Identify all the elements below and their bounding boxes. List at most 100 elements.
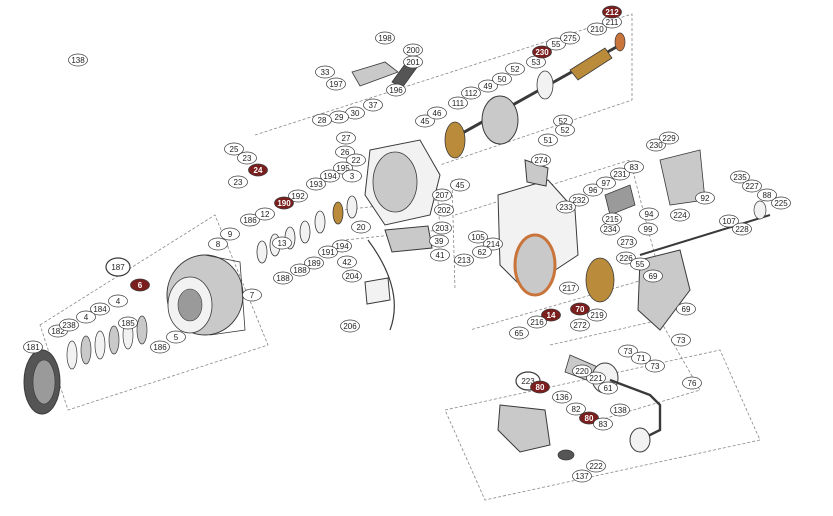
callout-bubble bbox=[682, 376, 702, 390]
handle-knob bbox=[497, 404, 551, 453]
callout-bubble bbox=[454, 253, 474, 267]
guide-line-6 bbox=[451, 179, 456, 291]
callout-number: 211 bbox=[606, 18, 619, 27]
part-callout: 4 bbox=[76, 310, 96, 324]
part-callout: 274 bbox=[531, 153, 551, 167]
callout-number: 204 bbox=[345, 272, 359, 281]
part-callout: 33 bbox=[315, 65, 335, 79]
callout-number: 37 bbox=[369, 101, 378, 110]
callout-number: 228 bbox=[735, 225, 749, 234]
callout-number: 65 bbox=[515, 329, 524, 338]
knob-cap bbox=[557, 449, 575, 461]
callout-bubble bbox=[659, 131, 679, 145]
part-callout: 39 bbox=[429, 234, 449, 248]
part-callout: 41 bbox=[430, 248, 450, 262]
highlighted-part-callout: 24 bbox=[248, 163, 268, 177]
callout-number: 23 bbox=[243, 154, 252, 163]
callout-bubble bbox=[492, 72, 512, 86]
callout-bubble bbox=[593, 417, 613, 431]
callout-bubble bbox=[639, 207, 659, 221]
part-callout: 225 bbox=[771, 196, 791, 210]
callout-number: 13 bbox=[278, 239, 287, 248]
callout-number: 82 bbox=[572, 405, 581, 414]
gear-ring-4 bbox=[314, 210, 326, 234]
callout-number: 24 bbox=[254, 166, 263, 175]
callout-number: 188 bbox=[293, 266, 307, 275]
callout-bubble bbox=[23, 340, 43, 354]
part-callout: 107 bbox=[719, 214, 739, 228]
callout-number: 216 bbox=[530, 318, 544, 327]
callout-number: 3 bbox=[350, 172, 355, 181]
callout-number: 230 bbox=[535, 48, 549, 57]
part-callout: 198 bbox=[375, 31, 395, 45]
callout-bubble bbox=[118, 316, 138, 330]
drag-washer-5 bbox=[136, 315, 148, 345]
callout-number: 42 bbox=[343, 258, 352, 267]
callout-number: 107 bbox=[722, 217, 736, 226]
callout-bubble bbox=[531, 153, 551, 167]
callout-number: 55 bbox=[636, 260, 645, 269]
callout-bubble bbox=[335, 145, 355, 159]
part-callout: 65 bbox=[509, 326, 529, 340]
callout-bubble bbox=[208, 237, 228, 251]
part-callout: 216 bbox=[527, 315, 547, 329]
callout-bubble bbox=[478, 79, 498, 93]
highlighted-part-callout: 70 bbox=[570, 302, 590, 316]
callout-number: 4 bbox=[84, 313, 89, 322]
part-callout: 201 bbox=[403, 55, 423, 69]
callout-bubble bbox=[242, 288, 262, 302]
callout-bubble bbox=[676, 302, 696, 316]
callout-number: 46 bbox=[433, 109, 442, 118]
callout-bubble bbox=[290, 263, 310, 277]
part-callout: 73 bbox=[618, 344, 638, 358]
part-callout: 196 bbox=[386, 83, 406, 97]
callout-number: 138 bbox=[613, 406, 627, 415]
callout-number: 136 bbox=[555, 393, 569, 402]
part-callout: 29 bbox=[329, 110, 349, 124]
callout-number: 51 bbox=[544, 136, 553, 145]
callout-bubble bbox=[569, 193, 589, 207]
callout-number: 92 bbox=[701, 194, 710, 203]
callout-bubble bbox=[274, 196, 294, 210]
handle-arm bbox=[609, 378, 662, 442]
callout-bubble bbox=[583, 183, 603, 197]
callout-bubble bbox=[596, 176, 616, 190]
part-callout: 214 bbox=[483, 237, 503, 251]
callout-bubble bbox=[288, 189, 308, 203]
callout-number: 230 bbox=[649, 141, 663, 150]
callout-number: 80 bbox=[585, 414, 594, 423]
callout-bubble bbox=[572, 469, 592, 483]
callout-bubble bbox=[610, 403, 630, 417]
assembly-callout: 187 bbox=[105, 257, 131, 277]
callout-bubble bbox=[566, 402, 586, 416]
callout-number: 52 bbox=[559, 117, 568, 126]
callout-number: 195 bbox=[336, 164, 350, 173]
callout-number: 69 bbox=[682, 305, 691, 314]
callout-number: 45 bbox=[456, 181, 465, 190]
callout-bubble bbox=[430, 248, 450, 262]
callout-bubble bbox=[587, 308, 607, 322]
part-callout: 3 bbox=[342, 169, 362, 183]
guide-line-4 bbox=[444, 349, 761, 501]
callout-number: 200 bbox=[406, 46, 420, 55]
callout-bubble bbox=[602, 5, 622, 19]
callout-number: 111 bbox=[452, 99, 465, 108]
callout-bubble bbox=[105, 257, 131, 277]
part-callout: 23 bbox=[228, 175, 248, 189]
part-callout: 69 bbox=[676, 302, 696, 316]
callout-number: 227 bbox=[745, 182, 759, 191]
callout-bubble bbox=[228, 175, 248, 189]
part-callout: 99 bbox=[638, 222, 658, 236]
callout-number: 274 bbox=[534, 156, 548, 165]
part-callout: 9 bbox=[220, 227, 240, 241]
part-callout: 42 bbox=[337, 255, 357, 269]
callout-bubble bbox=[90, 302, 110, 316]
callout-bubble bbox=[617, 235, 637, 249]
part-callout: 215 bbox=[602, 212, 622, 226]
part-callout: 207 bbox=[432, 188, 452, 202]
callout-bubble bbox=[560, 31, 580, 45]
part-callout: 185 bbox=[118, 316, 138, 330]
callout-bubble bbox=[130, 278, 150, 292]
callout-bubble bbox=[468, 230, 488, 244]
callout-number: 196 bbox=[389, 86, 403, 95]
